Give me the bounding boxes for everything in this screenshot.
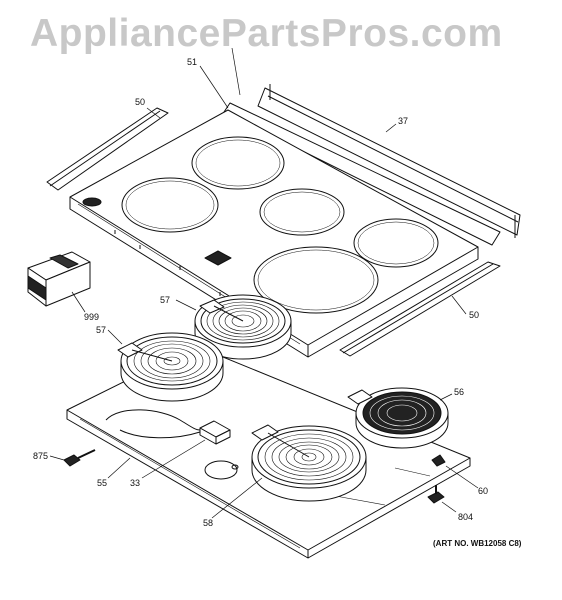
leader-lines xyxy=(49,47,479,519)
watermark-logo: AppliancePartsPros.com xyxy=(30,12,503,55)
callout-57-left: 57 xyxy=(96,325,106,335)
limiter-switch xyxy=(105,409,231,445)
burner-outline-center xyxy=(259,188,345,236)
callout-875: 875 xyxy=(33,451,48,461)
callout-50-left: 50 xyxy=(135,97,145,107)
heating-element-front-right xyxy=(251,424,367,502)
hot-surface-indicator xyxy=(204,250,232,266)
clip-60 xyxy=(431,454,446,467)
trim-strip-right xyxy=(339,261,501,357)
pan-cutout xyxy=(204,460,238,480)
art-number: (ART NO. WB12058 C8) xyxy=(433,539,522,548)
burner-outline-rear-left xyxy=(191,136,285,190)
screw-875 xyxy=(63,449,96,467)
trim-strip-left xyxy=(46,107,169,191)
hardware-kit-box xyxy=(27,251,91,307)
callout-999: 999 xyxy=(84,312,99,322)
heating-element-rear-right xyxy=(347,387,449,449)
burner-outline-front-right xyxy=(253,246,379,314)
callout-37: 37 xyxy=(398,116,408,126)
screw-804 xyxy=(427,485,445,504)
callout-58: 58 xyxy=(203,518,213,528)
burner-outline-rear-right xyxy=(353,218,439,268)
glass-logo-badge xyxy=(82,197,102,207)
callout-33: 33 xyxy=(130,478,140,488)
rear-vent-trim xyxy=(223,84,521,246)
burner-outline-front-left xyxy=(121,177,219,233)
callout-60: 60 xyxy=(478,486,488,496)
callout-56: 56 xyxy=(454,387,464,397)
callout-55: 55 xyxy=(97,478,107,488)
callout-50-right: 50 xyxy=(469,310,479,320)
callout-804: 804 xyxy=(458,512,473,522)
heating-element-front-left xyxy=(117,332,224,402)
callout-51: 51 xyxy=(187,57,197,67)
callout-57-top: 57 xyxy=(160,295,170,305)
